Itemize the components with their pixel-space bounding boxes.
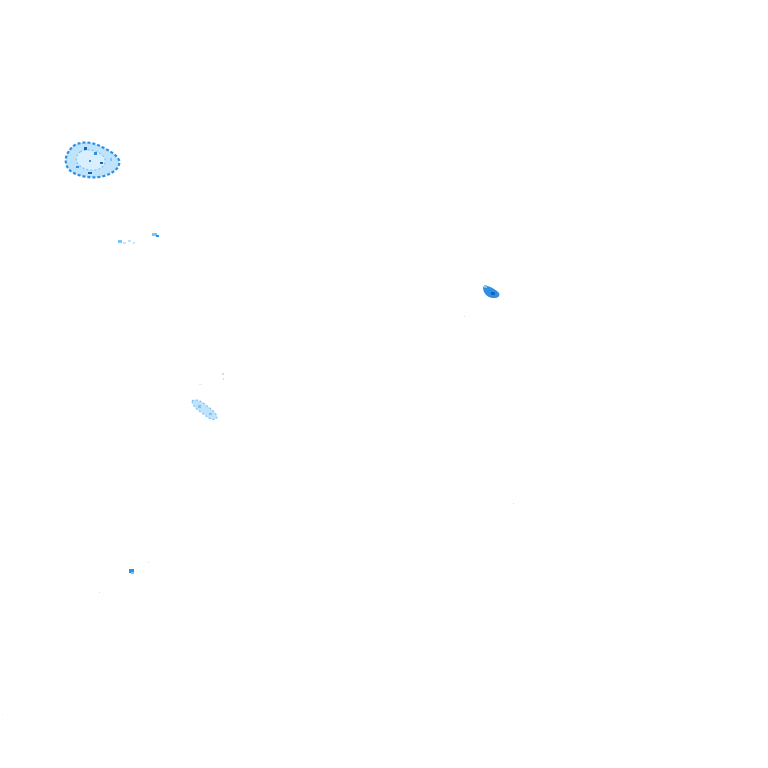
rain-speck xyxy=(198,405,201,408)
rain-speck xyxy=(148,562,149,563)
rain-cell-large-pixel xyxy=(76,166,79,168)
rain-cell-large-pixel xyxy=(100,162,103,164)
rain-cell-east-pixel xyxy=(484,285,487,288)
rain-cell-east-pixel xyxy=(491,292,495,295)
rain-speck xyxy=(199,384,202,385)
rain-speck xyxy=(2,714,3,715)
rain-speck xyxy=(513,503,514,504)
rain-speck xyxy=(223,378,224,380)
rain-cell-large-pixel xyxy=(84,147,87,150)
rain-cell-large-pixel xyxy=(89,160,91,162)
rain-speck xyxy=(464,316,465,317)
rain-speck xyxy=(222,373,224,375)
rain-speck xyxy=(123,242,126,244)
rain-specks-upper xyxy=(118,233,159,244)
rain-speck xyxy=(156,235,159,237)
rain-speck xyxy=(129,569,134,573)
rain-speck xyxy=(118,240,122,243)
rain-cell-east-shape xyxy=(483,285,500,298)
rain-cell-large-pixel xyxy=(110,158,112,161)
rain-speck xyxy=(133,242,135,244)
rain-speck xyxy=(99,592,100,593)
rain-cell-large-pixel xyxy=(88,172,92,174)
rain-cell-central xyxy=(191,373,224,421)
rain-cell-large xyxy=(64,141,121,179)
rain-cell-central-shape xyxy=(191,399,218,421)
rain-speck xyxy=(209,413,212,415)
rain-cell-east xyxy=(464,285,500,317)
rain-cell-large-pixel xyxy=(94,152,97,155)
rain-speck xyxy=(131,572,134,574)
rain-specks-lower xyxy=(2,503,514,715)
rain-speck xyxy=(152,233,157,236)
rain-speck xyxy=(128,240,131,242)
